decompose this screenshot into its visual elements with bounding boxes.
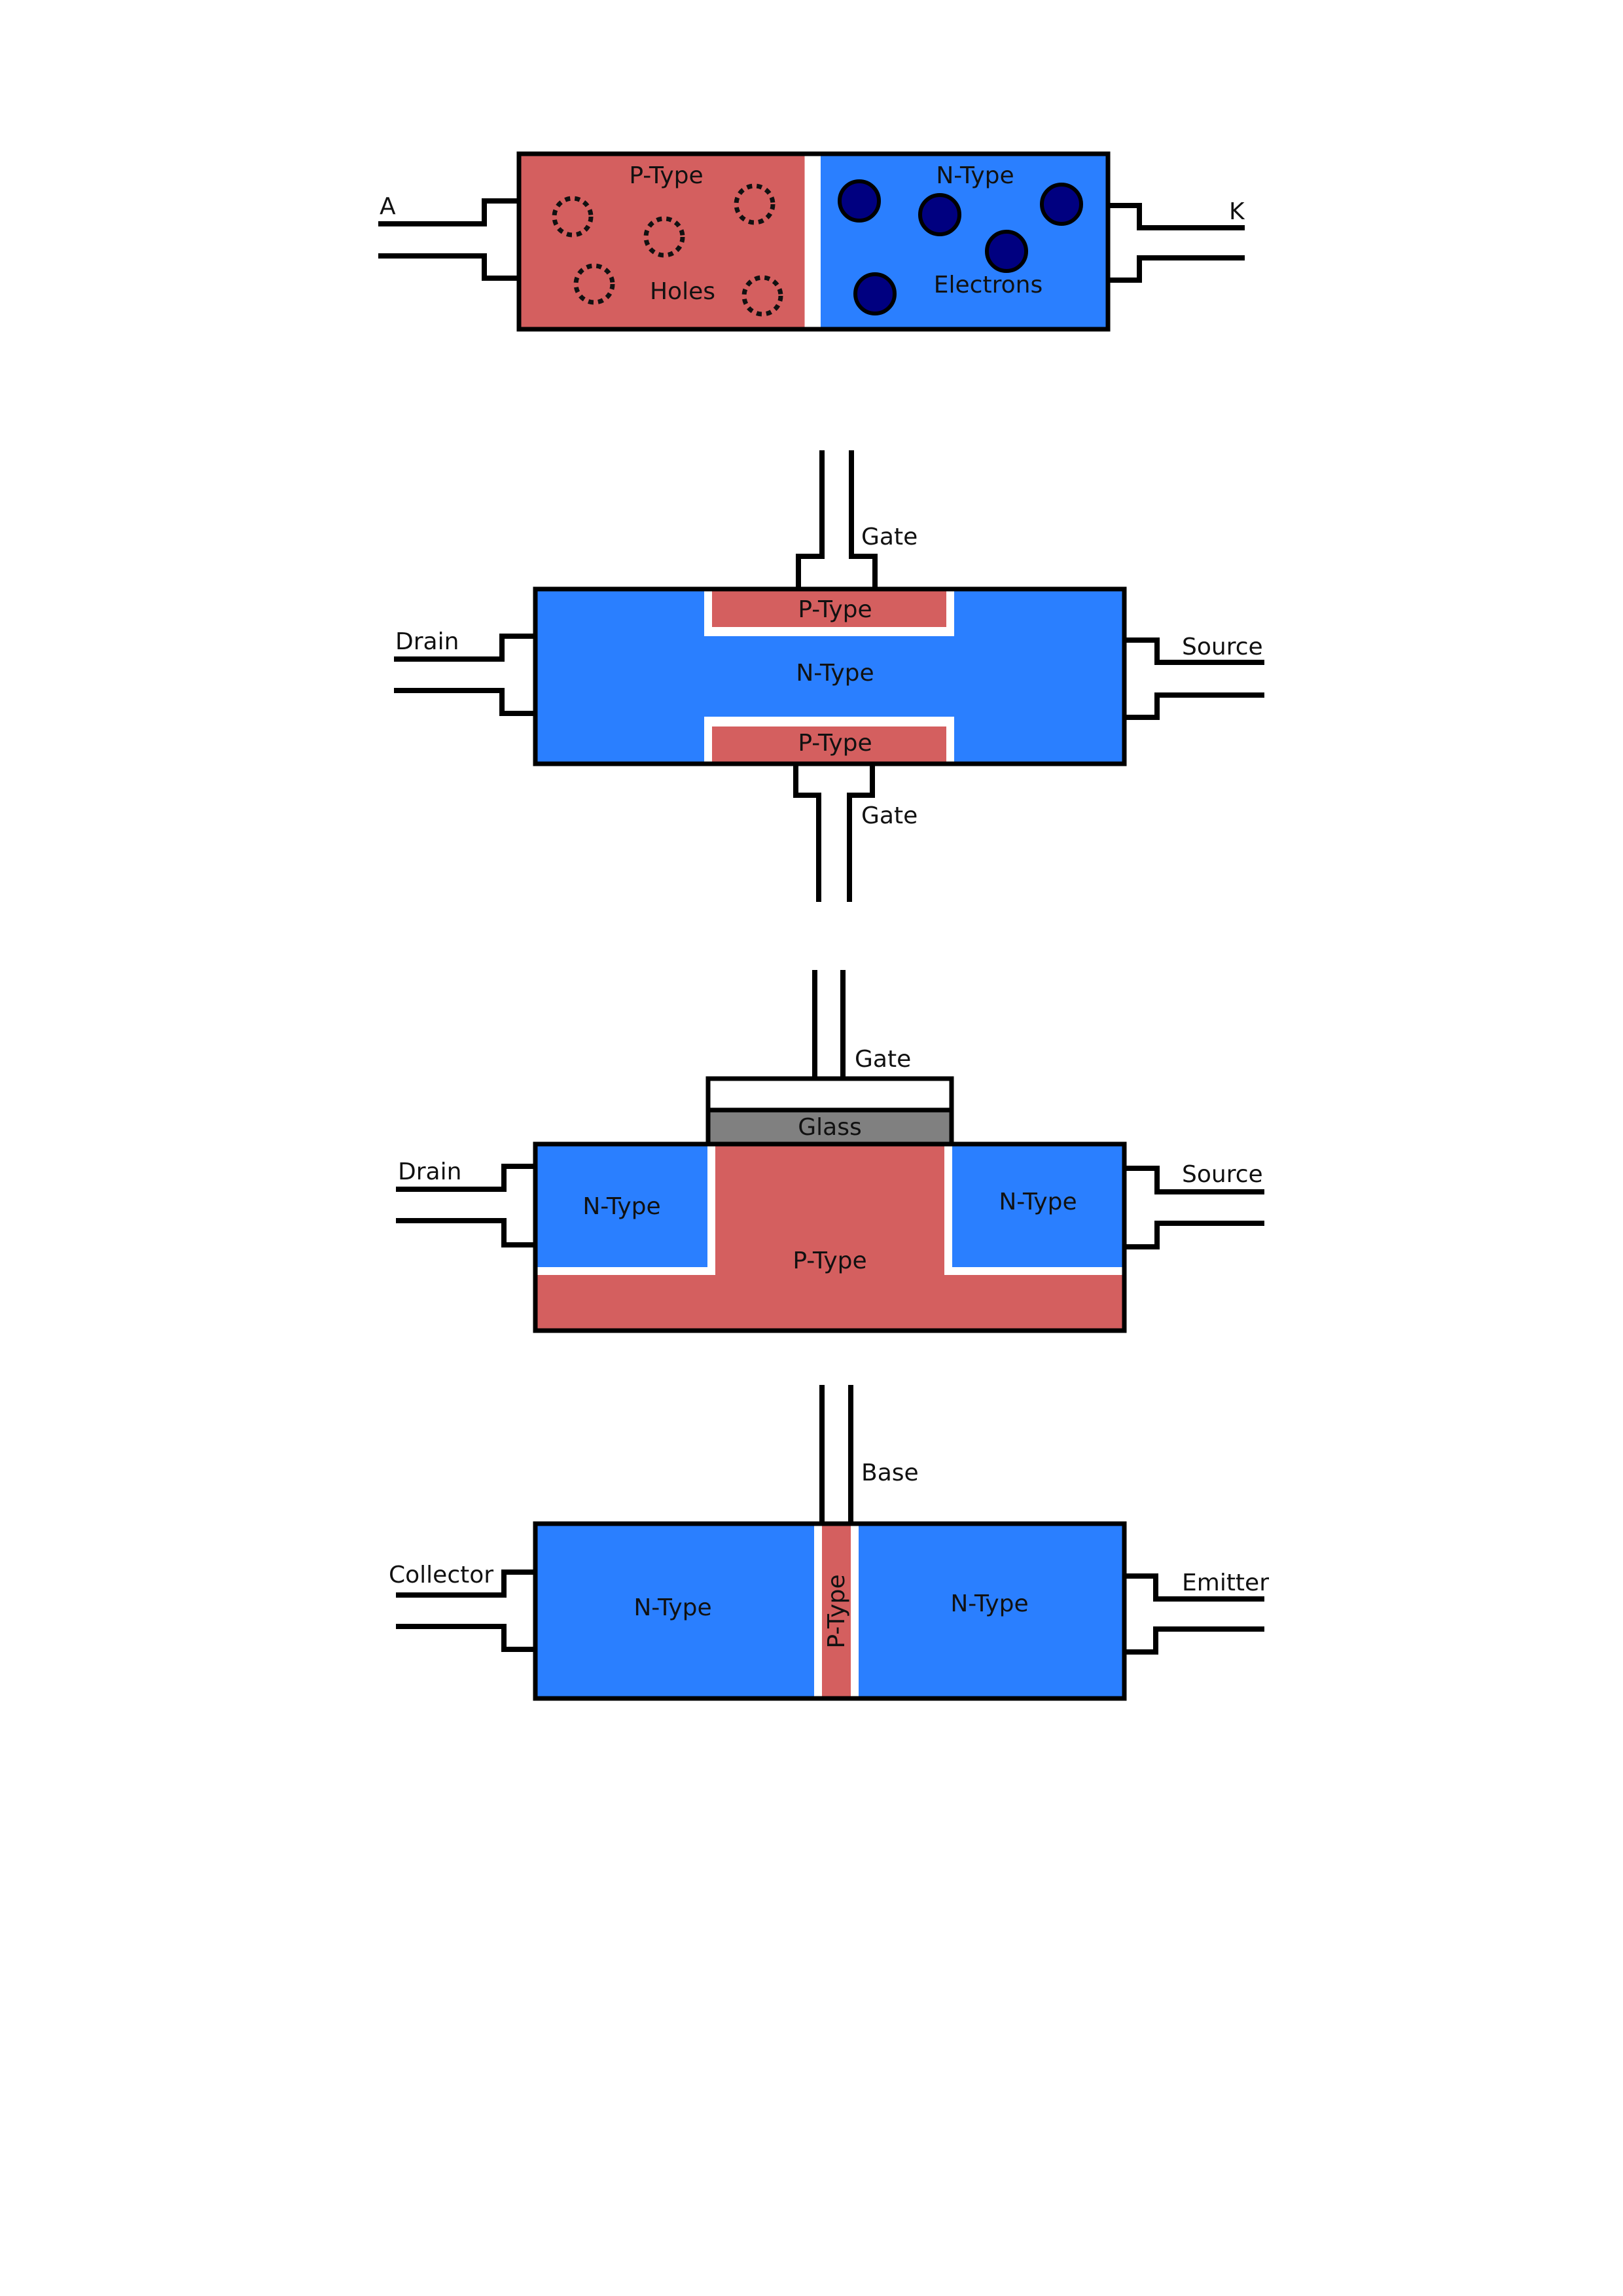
jfet-channel-label: N-Type bbox=[796, 660, 874, 687]
diode-electrons bbox=[838, 179, 1083, 315]
electron-marker bbox=[838, 179, 881, 223]
jfet-source-label: Source bbox=[1182, 634, 1263, 660]
jfet-top-gate-lead bbox=[796, 450, 878, 589]
mosfet-gate-electrode bbox=[705, 1076, 954, 1113]
mosfet-diagram: Glass N-Type N-Type P-Type Gate Drain So… bbox=[396, 970, 1264, 1333]
bjt-base-label: Base bbox=[861, 1460, 919, 1486]
bjt-emitter-label: Emitter bbox=[1182, 1570, 1269, 1596]
diode-anode-label: A bbox=[380, 193, 396, 220]
hole-marker bbox=[643, 216, 685, 258]
jfet-outline bbox=[533, 586, 1127, 766]
diode-p-type-label: P-Type bbox=[629, 162, 703, 189]
electron-marker bbox=[853, 272, 897, 315]
bjt-base-region-label: P-Type bbox=[823, 1574, 850, 1648]
mosfet-source-label: Source bbox=[1182, 1161, 1263, 1188]
bjt-diagram: N-Type N-Type P-Type Base Collector Emit… bbox=[389, 1385, 1269, 1701]
bjt-collector-label: Collector bbox=[389, 1562, 493, 1588]
diode-n-type-label: N-Type bbox=[936, 162, 1014, 189]
diode-outline bbox=[516, 151, 1111, 332]
diode-holes-label: Holes bbox=[650, 278, 715, 305]
jfet-bottom-gate-region-label: P-Type bbox=[798, 730, 872, 757]
electron-marker bbox=[985, 230, 1028, 273]
mosfet-right-region-label: N-Type bbox=[999, 1189, 1077, 1215]
jfet-top-gate-region bbox=[712, 591, 946, 627]
electron-marker bbox=[1040, 183, 1083, 226]
jfet-drain-lead bbox=[394, 634, 535, 716]
jfet-drain-label: Drain bbox=[395, 628, 459, 655]
bjt-base-lead bbox=[819, 1385, 853, 1524]
jfet-top-gate-region-label: P-Type bbox=[798, 596, 872, 623]
mosfet-oxide-label: Glass bbox=[798, 1114, 861, 1141]
jfet-diagram: P-Type N-Type P-Type Gate Gate Drain Sou… bbox=[394, 450, 1264, 902]
electron-marker bbox=[918, 193, 961, 236]
bjt-left-region-label: N-Type bbox=[633, 1594, 711, 1621]
mosfet-substrate-label: P-Type bbox=[793, 1247, 866, 1274]
jfet-bottom-gate-label: Gate bbox=[861, 802, 918, 829]
jfet-bottom-gate-lead bbox=[793, 764, 875, 902]
mosfet-source-lead bbox=[1124, 1166, 1264, 1249]
mosfet-gate-lead bbox=[812, 970, 846, 1079]
jfet-source-lead bbox=[1124, 637, 1264, 720]
hole-marker bbox=[573, 263, 615, 305]
mosfet-left-n-region bbox=[537, 1146, 707, 1267]
hole-marker bbox=[552, 196, 594, 238]
diode-anode-lead bbox=[378, 198, 519, 281]
bjt-emitter-lead bbox=[1124, 1573, 1264, 1655]
jfet-top-gate-label: Gate bbox=[861, 524, 918, 550]
bjt-base-region bbox=[822, 1526, 851, 1696]
diode-diagram: P-Type N-Type Holes Electrons A K bbox=[378, 151, 1245, 332]
diode-holes bbox=[552, 183, 783, 317]
bjt-right-region-label: N-Type bbox=[950, 1590, 1028, 1617]
bjt-collector-lead bbox=[396, 1570, 535, 1652]
mosfet-right-n-region bbox=[952, 1146, 1122, 1267]
mosfet-oxide-layer bbox=[705, 1107, 954, 1147]
mosfet-left-region-label: N-Type bbox=[582, 1193, 660, 1220]
diode-cathode-lead bbox=[1108, 203, 1245, 283]
bjt-outline bbox=[533, 1521, 1127, 1701]
mosfet-gate-label: Gate bbox=[855, 1046, 911, 1073]
mosfet-drain-label: Drain bbox=[398, 1158, 461, 1185]
diode-cathode-label: K bbox=[1229, 198, 1245, 225]
hole-marker bbox=[741, 275, 783, 317]
diode-electrons-label: Electrons bbox=[934, 272, 1043, 298]
mosfet-drain-lead bbox=[396, 1164, 535, 1247]
jfet-bottom-gate-region bbox=[712, 726, 946, 762]
hole-marker bbox=[734, 183, 776, 225]
